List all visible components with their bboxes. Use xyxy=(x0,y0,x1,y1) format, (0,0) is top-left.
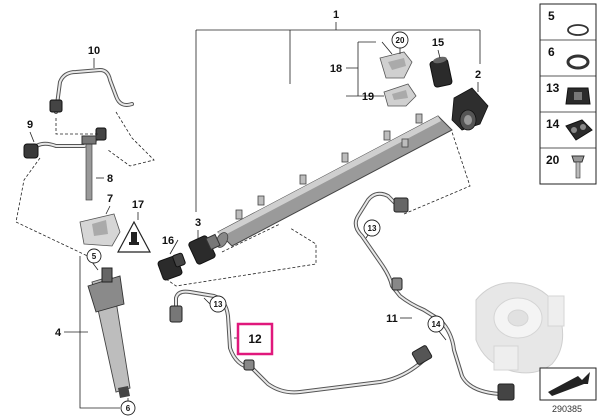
panel-label-14: 14 xyxy=(546,117,560,131)
callout-5-circle xyxy=(86,248,102,264)
callout-13b[interactable]: 13 xyxy=(368,224,377,233)
double-clip-icon xyxy=(565,119,593,141)
callout-2[interactable]: 2 xyxy=(475,69,481,81)
leak-off-connector[interactable] xyxy=(23,127,107,159)
callout-11[interactable]: 11 xyxy=(386,313,398,325)
dashed-reference-lines xyxy=(15,111,471,287)
direction-arrow-icon xyxy=(539,367,597,401)
fuel-rail[interactable] xyxy=(214,113,453,249)
panel-label-5: 5 xyxy=(548,9,555,23)
callout-20-circle xyxy=(391,31,409,49)
highlight-box xyxy=(236,322,274,356)
leak-off-line[interactable] xyxy=(49,68,134,114)
callout-labels: 1 2 3 4 5 6 7 8 9 10 11 13 13 14 15 16 1… xyxy=(27,9,481,416)
callout-1[interactable]: 1 xyxy=(333,9,339,21)
bolt[interactable] xyxy=(81,135,97,201)
sensor-plug[interactable] xyxy=(429,56,453,88)
panel-item-20[interactable]: 20 xyxy=(546,153,585,179)
diagram-code: 290385 xyxy=(552,404,582,414)
panel-item-6[interactable]: 6 xyxy=(548,45,590,70)
callout-20[interactable]: 20 xyxy=(396,36,405,45)
callout-13a-circle xyxy=(209,295,227,313)
pressure-sensor[interactable] xyxy=(451,87,489,131)
panel-label-20: 20 xyxy=(546,153,560,167)
callout-15[interactable]: 15 xyxy=(432,37,444,49)
callout-4[interactable]: 4 xyxy=(55,327,62,339)
callout-16[interactable]: 16 xyxy=(162,235,174,247)
highlighted-callout-12[interactable]: 12 xyxy=(236,322,274,356)
panel-label-6: 6 xyxy=(548,45,555,59)
callout-6[interactable]: 6 xyxy=(126,404,131,413)
callout-14-circle xyxy=(427,315,445,333)
hp-line-11[interactable] xyxy=(353,191,515,401)
callout-6-circle xyxy=(120,400,136,416)
callout-7[interactable]: 7 xyxy=(107,193,113,205)
callout-19[interactable]: 19 xyxy=(362,91,374,103)
pressure-control-valve[interactable] xyxy=(188,233,221,265)
callout-13a[interactable]: 13 xyxy=(214,300,223,309)
callout-8[interactable]: 8 xyxy=(107,173,113,185)
seal-ring-icon xyxy=(566,54,590,70)
o-ring-icon xyxy=(567,24,589,36)
leader-lines xyxy=(29,22,481,409)
panel-item-14[interactable]: 14 xyxy=(546,117,593,141)
callout-5[interactable]: 5 xyxy=(92,252,97,261)
callout-13b-circle xyxy=(363,219,381,237)
valve-plug[interactable] xyxy=(157,252,186,281)
bracket-19[interactable] xyxy=(383,83,417,107)
panel-item-5[interactable]: 5 xyxy=(548,9,589,36)
warning-sign-icon[interactable] xyxy=(117,220,151,253)
injector-clamp[interactable] xyxy=(79,213,121,247)
callout-12[interactable]: 12 xyxy=(248,332,262,346)
parts-panel: 5 6 13 14 20 xyxy=(539,3,597,185)
injector[interactable] xyxy=(87,267,131,398)
panel-item-13[interactable]: 13 xyxy=(546,81,591,105)
bracket-18[interactable] xyxy=(379,51,413,79)
callout-10[interactable]: 10 xyxy=(88,45,100,57)
high-pressure-pump xyxy=(475,282,565,374)
screw-icon xyxy=(571,155,585,163)
callout-14[interactable]: 14 xyxy=(432,320,441,329)
callout-3[interactable]: 3 xyxy=(195,217,201,229)
hp-line-12[interactable] xyxy=(169,289,433,395)
callout-17[interactable]: 17 xyxy=(132,199,144,211)
callout-18[interactable]: 18 xyxy=(330,63,342,75)
panel-label-13: 13 xyxy=(546,81,560,95)
callout-9[interactable]: 9 xyxy=(27,119,33,131)
